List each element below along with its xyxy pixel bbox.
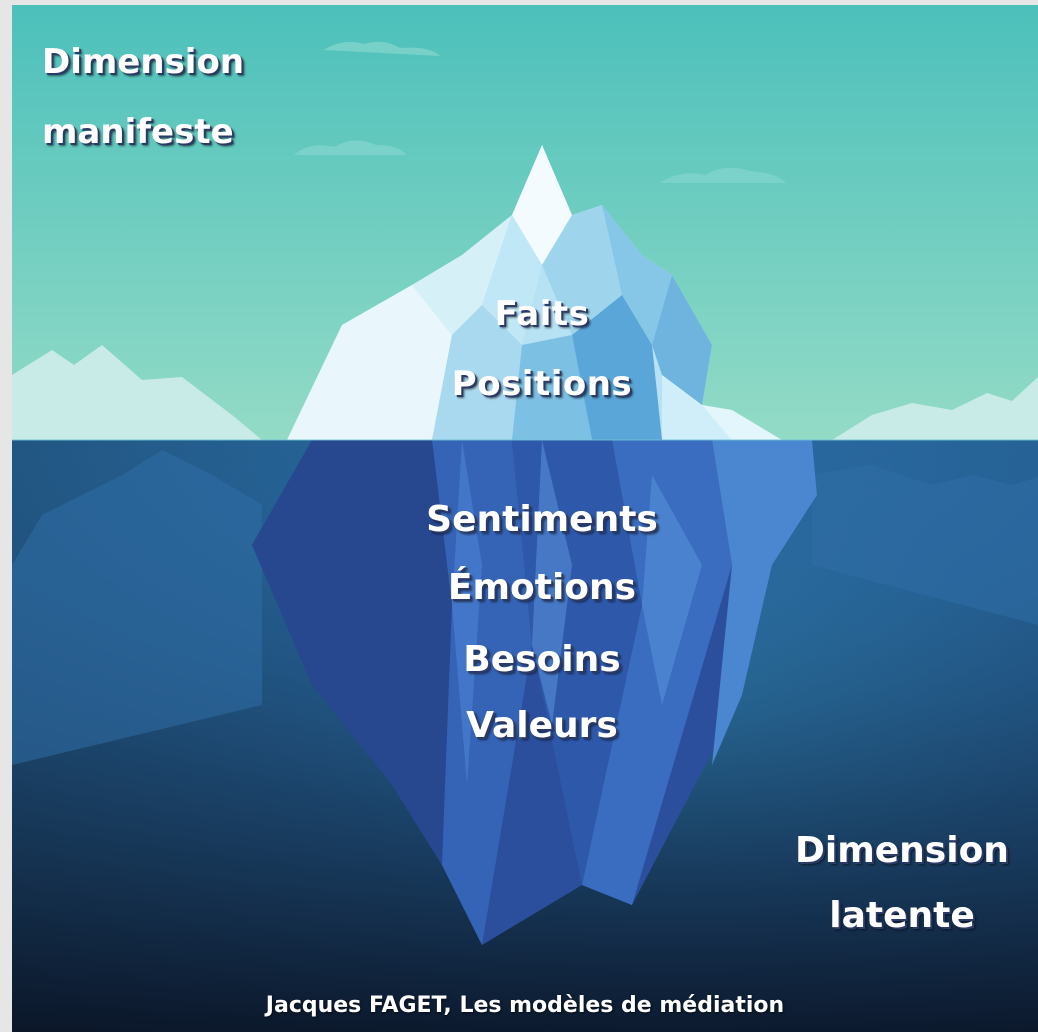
distant-mountains-below bbox=[12, 450, 1038, 765]
label-emotions: Émotions bbox=[447, 567, 637, 608]
iceberg-above-water bbox=[287, 145, 782, 440]
label-besoins: Besoins bbox=[463, 639, 621, 680]
distant-mountains-above bbox=[12, 345, 1038, 440]
label-valeurs: Valeurs bbox=[466, 705, 618, 746]
iceberg-illustration bbox=[12, 5, 1038, 1032]
clouds bbox=[294, 41, 786, 183]
caption-dimension-latente-line2: latente bbox=[829, 895, 975, 936]
iceberg-underwater bbox=[252, 440, 817, 945]
caption-dimension-latente-line1: Dimension bbox=[795, 830, 1009, 871]
caption-dimension-manifeste-line1: Dimension bbox=[42, 42, 245, 82]
iceberg-diagram: Dimension manifeste Faits Positions Sent… bbox=[12, 5, 1038, 1032]
source-credit: Jacques FAGET, Les modèles de médiation bbox=[265, 993, 785, 1018]
label-positions: Positions bbox=[451, 364, 633, 404]
label-faits: Faits bbox=[494, 294, 590, 334]
caption-dimension-manifeste-line2: manifeste bbox=[42, 112, 234, 152]
label-sentiments: Sentiments bbox=[426, 499, 658, 540]
